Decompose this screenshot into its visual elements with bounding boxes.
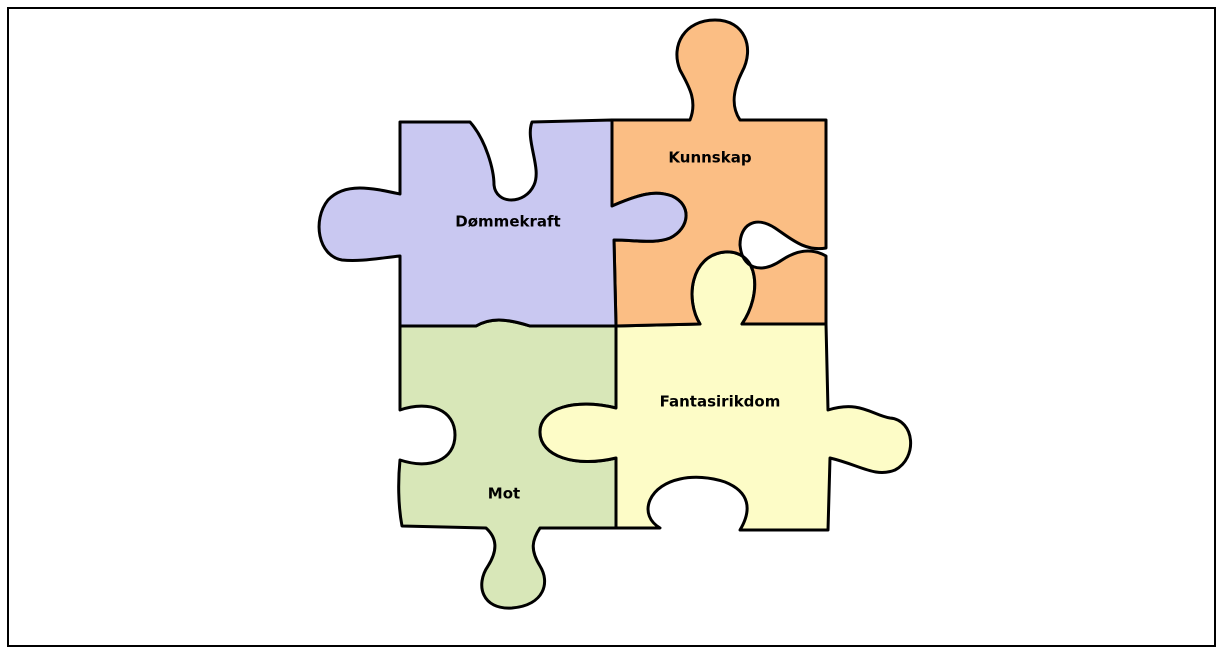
- label-fantasirikdom: Fantasirikdom: [660, 393, 781, 411]
- puzzle-diagram: Dømmekraft Kunnskap Mot Fantasirikdom: [0, 0, 1224, 627]
- label-kunnskap: Kunnskap: [668, 149, 751, 167]
- label-mot: Mot: [488, 485, 520, 503]
- label-dommekraft: Dømmekraft: [455, 213, 560, 231]
- piece-mot: [399, 320, 616, 608]
